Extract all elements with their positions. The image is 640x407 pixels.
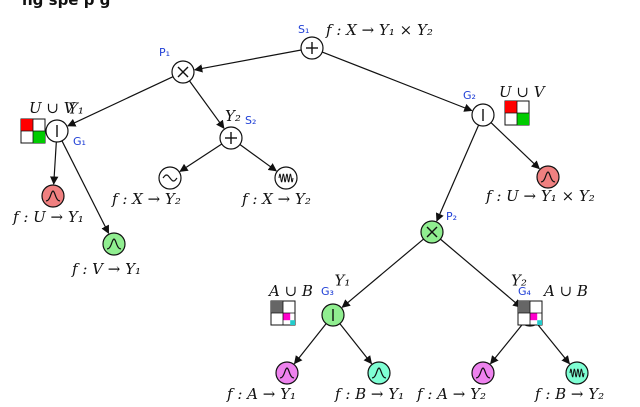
- node-annotation-s1: f : X → Y₁ × Y₂: [325, 21, 433, 39]
- wave-icon: [569, 368, 585, 378]
- node-g4: G₄ A ∪ B: [517, 282, 588, 327]
- leaf-caption-l8: f : A → Y₂: [416, 385, 486, 403]
- node-circle: [102, 232, 126, 256]
- edge-g3-l7: [339, 323, 373, 365]
- subset-block-icon: [270, 300, 296, 326]
- subset-block-icon: [20, 118, 46, 144]
- node-id-p1: P₁: [159, 46, 170, 59]
- subset-block-icon: [517, 300, 543, 326]
- edge-p2-g3: [341, 238, 424, 308]
- edge-label-p2-g4: Y₂: [511, 272, 527, 290]
- node-l8: f : A → Y₂: [416, 361, 495, 403]
- block-label-g1: U ∪ V: [29, 99, 77, 117]
- edge-s1-g2: [322, 51, 473, 112]
- edge-label-p1-s2: Y₂: [225, 107, 241, 125]
- edge-g4-l8: [490, 323, 524, 365]
- cropped-header: ng spe p g: [0, 0, 640, 14]
- edge-g2-p2: [435, 124, 480, 222]
- gaussian-icon: [371, 367, 387, 379]
- leaf-caption-l7: f : B → Y₁: [334, 385, 404, 403]
- leaf-caption-l3: f : X → Y₂: [111, 190, 181, 208]
- node-p2: P₂: [420, 210, 457, 244]
- node-g1: G₁ U ∪ V: [20, 99, 86, 148]
- edge-p1-g1: [67, 76, 174, 127]
- node-l6: f : A → Y₁: [226, 361, 299, 403]
- node-g2: G₂ U ∪ V: [463, 83, 547, 127]
- leaf-caption-l9: f : B → Y₂: [534, 385, 604, 403]
- edge-p1-s2: [188, 80, 225, 129]
- leaf-caption-l6: f : A → Y₁: [226, 385, 296, 403]
- node-id-g1: G₁: [73, 135, 86, 148]
- edge-g3-l6: [293, 323, 327, 365]
- leaf-caption-l2: f : V → Y₁: [71, 260, 141, 278]
- leaf-caption-l1: f : U → Y₁: [12, 208, 84, 226]
- gaussian-icon: [279, 367, 295, 379]
- node-id-g2: G₂: [463, 89, 476, 102]
- block-label-g4: A ∪ B: [542, 282, 588, 300]
- wave-icon: [278, 173, 294, 183]
- edge-label-p2-g3: Y₁: [335, 272, 351, 290]
- node-id-g4: G₄: [518, 285, 532, 298]
- edge-g4-l9: [536, 323, 570, 365]
- edge-g1-l1: [50, 141, 59, 185]
- leaf-caption-l5: f : U → Y₁ × Y₂: [485, 187, 595, 205]
- block-label-g2: U ∪ V: [499, 83, 547, 101]
- block-label-g3: A ∪ B: [267, 282, 313, 300]
- leaf-caption-l4: f : X → Y₂: [241, 190, 311, 208]
- node-s1: S₁ f : X → Y₁ × Y₂: [298, 21, 433, 60]
- node-circle: [275, 361, 299, 385]
- node-l1: f : U → Y₁: [12, 184, 84, 226]
- edge-p2-g4: [440, 238, 522, 308]
- edge-label-p1-g1: Y₁: [68, 100, 84, 118]
- edge-g1-l2: [61, 140, 110, 235]
- node-circle: [471, 361, 495, 385]
- node-circle: [41, 184, 65, 208]
- edge-s1-p1: [193, 49, 302, 73]
- node-l3: f : X → Y₂: [111, 166, 182, 208]
- node-circle: [536, 165, 560, 189]
- header-text: ng spe p g: [22, 0, 111, 9]
- node-g3: G₃ A ∪ B: [267, 282, 345, 327]
- node-id-p2: P₂: [446, 210, 457, 223]
- gaussian-icon: [45, 190, 61, 202]
- subset-block-icon: [504, 100, 530, 126]
- edge-s2-l3: [179, 143, 223, 172]
- node-l7: f : B → Y₁: [334, 361, 404, 403]
- gaussian-icon: [540, 171, 556, 183]
- node-circle: [367, 361, 391, 385]
- node-id-s2: S₂: [245, 114, 256, 127]
- node-l5: f : U → Y₁ × Y₂: [485, 165, 595, 205]
- sine-icon: [162, 174, 178, 182]
- gaussian-icon: [475, 367, 491, 379]
- node-s2: S₂: [219, 114, 256, 150]
- node-l9: f : B → Y₂: [534, 361, 604, 403]
- gaussian-icon: [106, 238, 122, 250]
- node-id-s1: S₁: [298, 23, 309, 36]
- node-id-g3: G₃: [321, 285, 334, 298]
- edge-s2-l4: [239, 143, 277, 172]
- node-p1: P₁: [159, 46, 195, 84]
- node-l4: f : X → Y₂: [241, 166, 311, 208]
- edge-g2-l5: [490, 122, 540, 170]
- node-l2: f : V → Y₁: [71, 232, 141, 278]
